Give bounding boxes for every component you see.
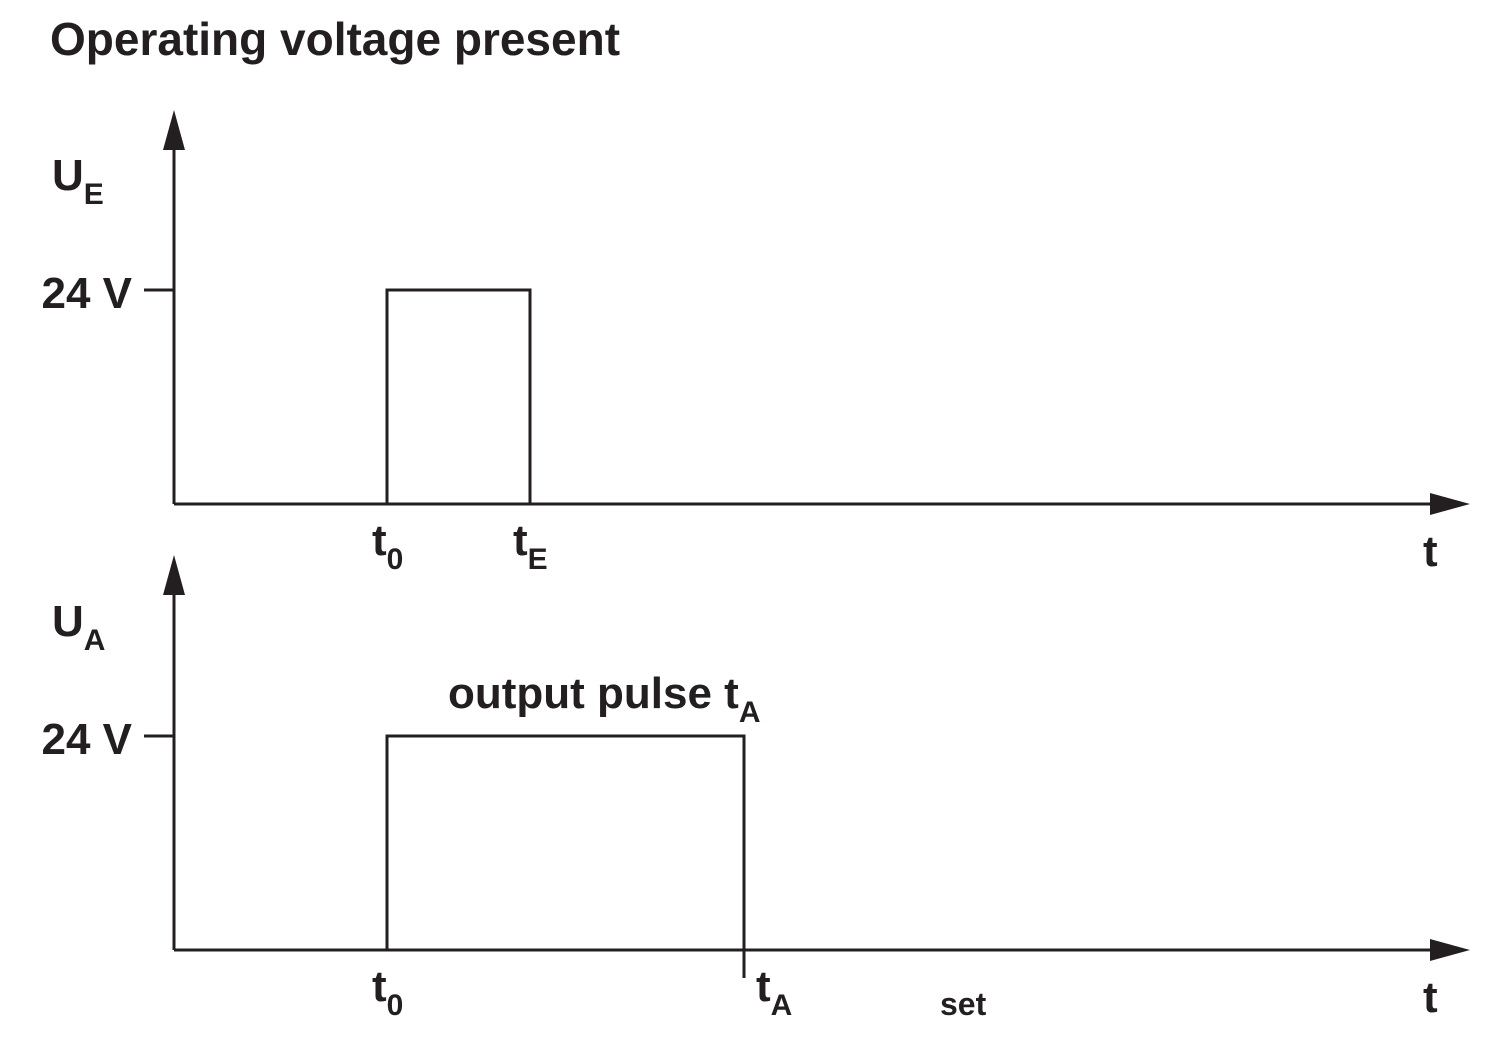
top-y-axis-label-main: U — [52, 151, 84, 200]
input-voltage-chart: UE 24 V t0 tE t — [41, 110, 1470, 576]
bottom-x-axis-arrow — [1430, 939, 1470, 961]
top-x-axis-arrow — [1430, 493, 1470, 515]
output-pulse-label-main: output pulse t — [448, 669, 739, 718]
top-y-axis-label: UE — [52, 151, 104, 211]
bottom-level-label: 24 V — [41, 715, 132, 764]
bottom-t0-main: t — [372, 962, 387, 1011]
output-voltage-chart: UA 24 V output pulse tA t0 tA set t — [41, 555, 1470, 1022]
bottom-y-axis-label: UA — [52, 597, 105, 657]
output-pulse-label-sub: A — [739, 696, 761, 729]
top-y-axis-arrow — [163, 110, 185, 150]
bottom-tA-label: tA — [756, 962, 792, 1022]
top-t0-main: t — [372, 516, 387, 565]
set-label: set — [940, 986, 987, 1022]
bottom-tA-sub: A — [771, 989, 793, 1022]
output-pulse-label: output pulse tA — [448, 669, 761, 729]
output-pulse — [385, 734, 746, 950]
top-tE-label: tE — [513, 516, 548, 576]
top-x-axis-label: t — [1423, 527, 1438, 576]
input-pulse — [385, 288, 532, 504]
bottom-y-axis-arrow — [163, 555, 185, 595]
bottom-y-axis-label-sub: A — [84, 624, 106, 657]
diagram-title: Operating voltage present — [50, 13, 620, 65]
bottom-t0-label: t0 — [372, 962, 403, 1022]
bottom-t0-sub: 0 — [387, 989, 404, 1022]
top-y-axis-label-sub: E — [84, 178, 104, 211]
top-level-label: 24 V — [41, 269, 132, 318]
bottom-y-axis-label-main: U — [52, 597, 84, 646]
top-tE-main: t — [513, 516, 528, 565]
top-t0-sub: 0 — [387, 543, 404, 576]
top-tE-sub: E — [528, 543, 548, 576]
bottom-tA-main: t — [756, 962, 771, 1011]
top-t0-label: t0 — [372, 516, 403, 576]
bottom-x-axis-label: t — [1423, 973, 1438, 1022]
